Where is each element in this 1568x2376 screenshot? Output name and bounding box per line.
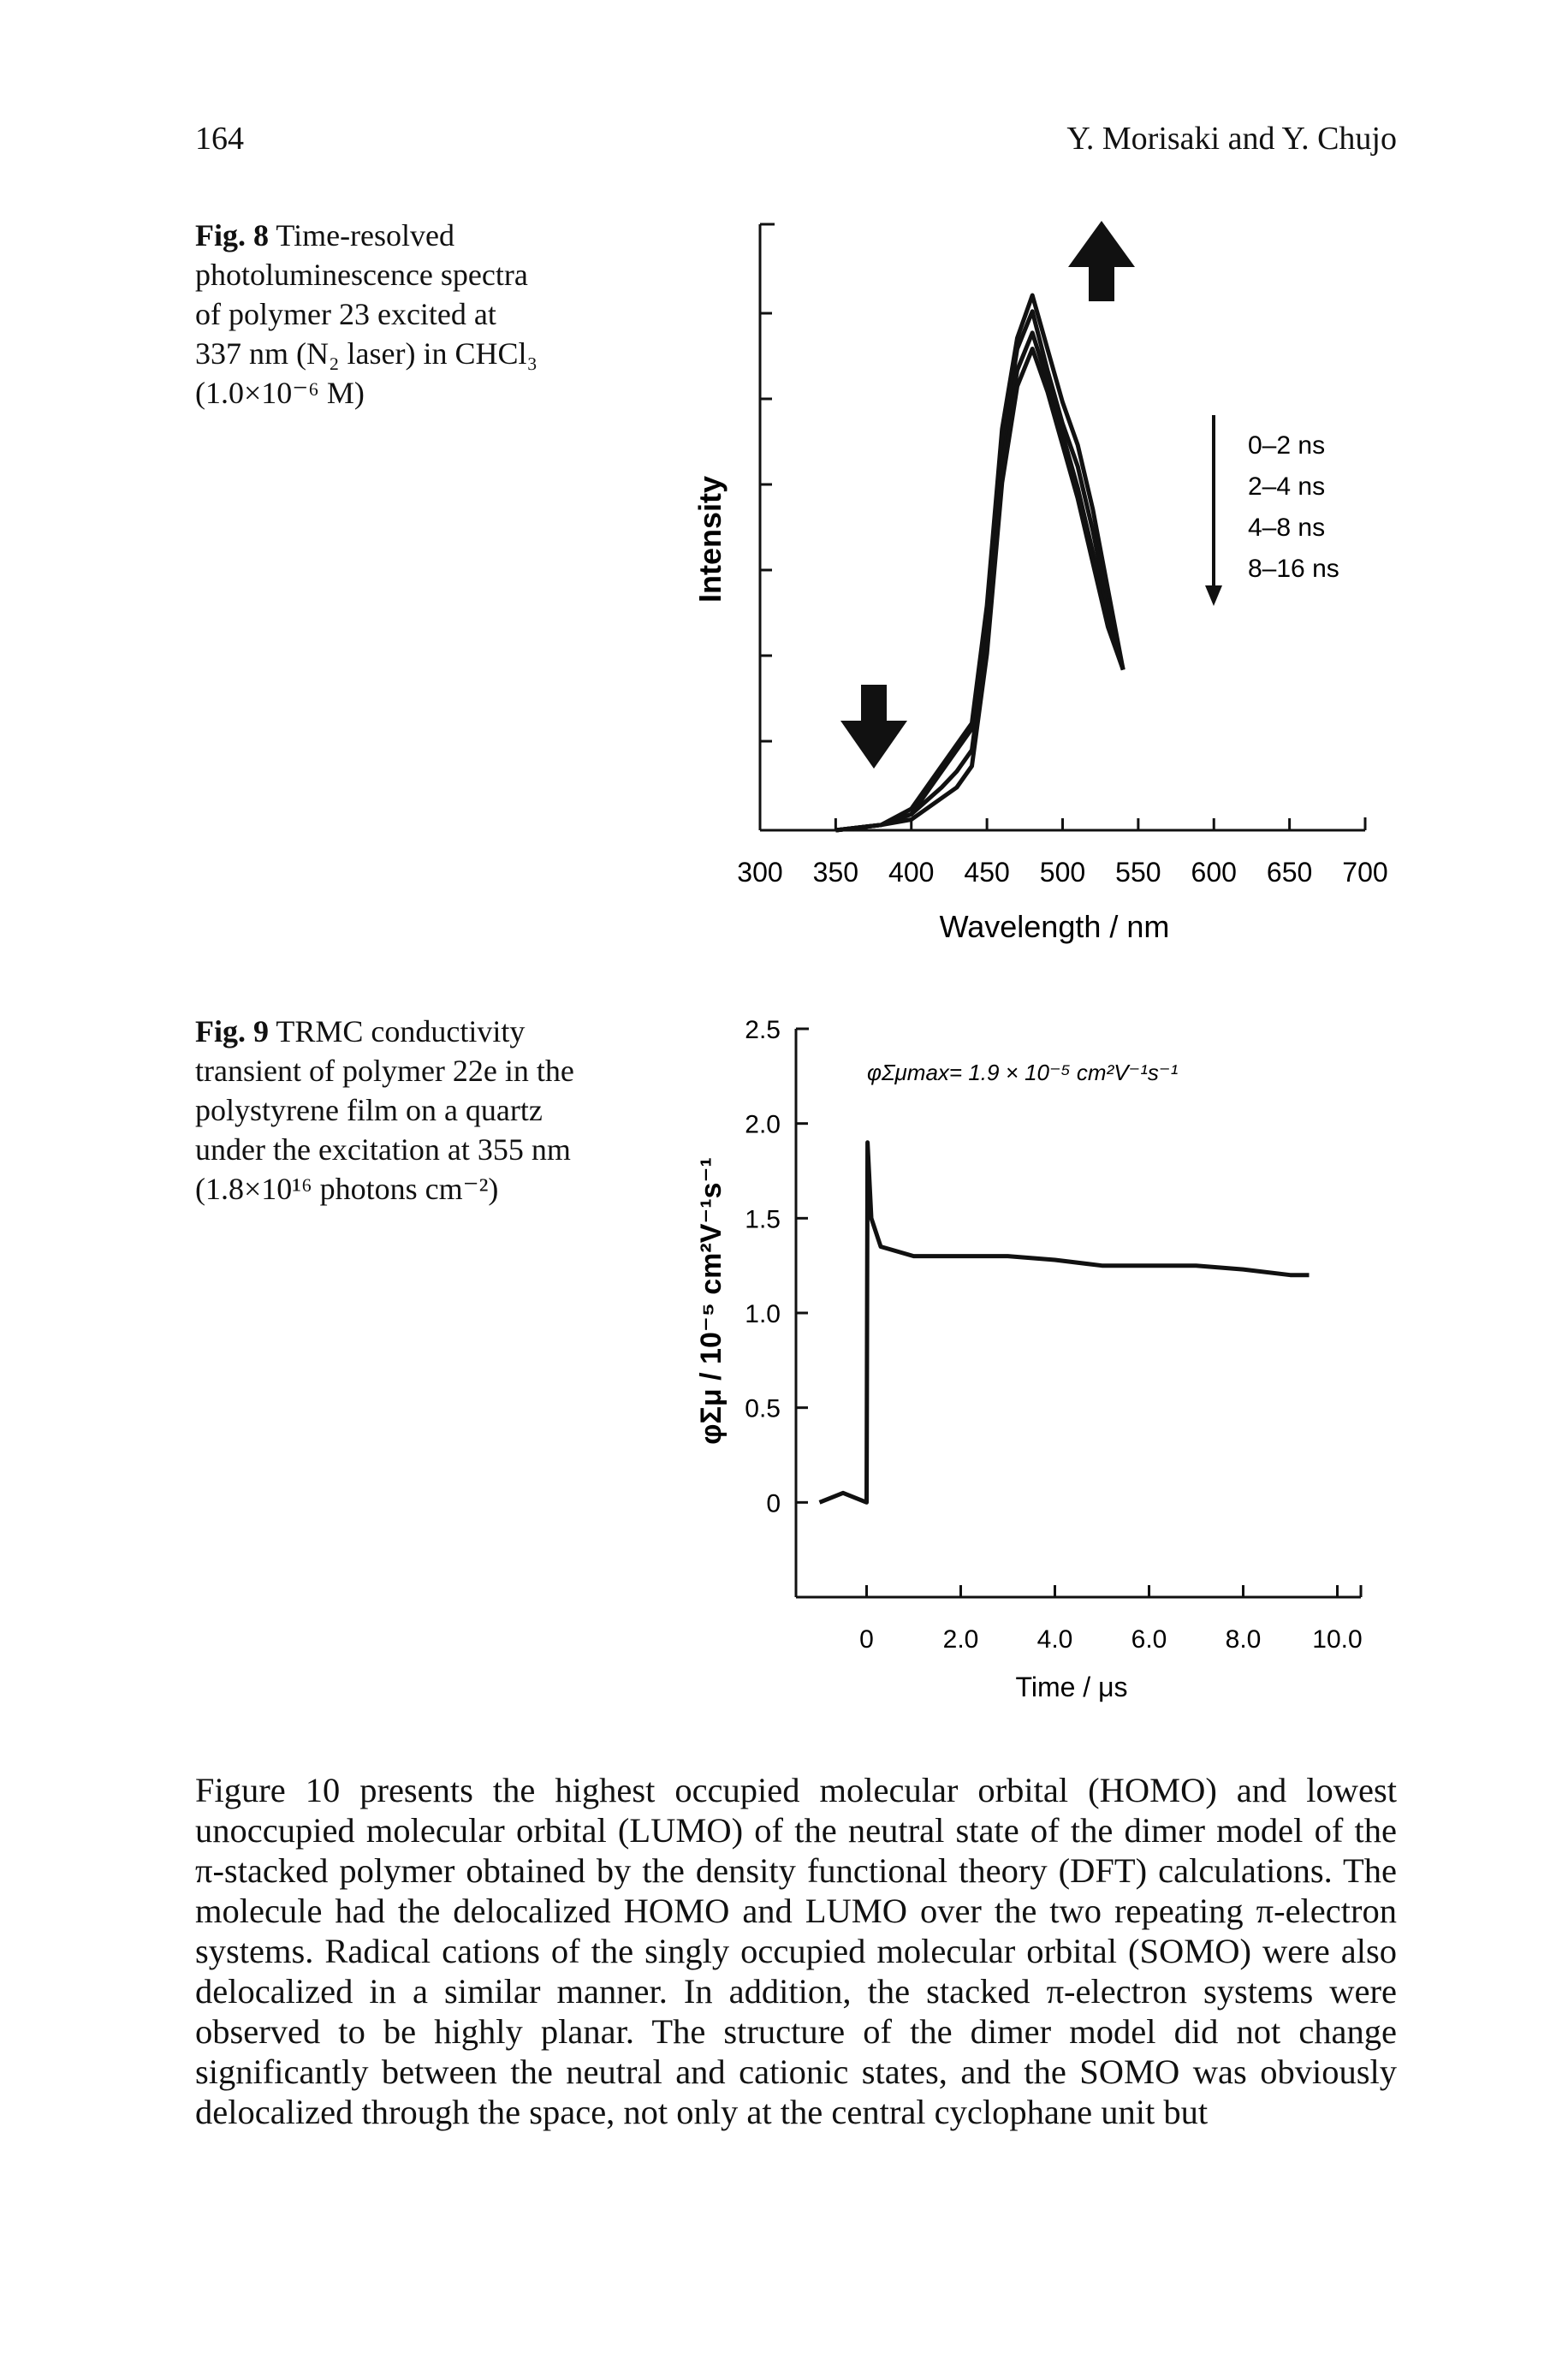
fig8-y-minor-ticks xyxy=(760,312,772,743)
fig8-legend-item: 8–16 ns xyxy=(1248,555,1339,583)
fig8-x-tick-label: 600 xyxy=(1191,857,1237,888)
fig9-series-line xyxy=(818,1140,1310,1505)
fig8-caption-line: of polymer 23 excited at xyxy=(195,297,496,331)
fig8-x-tick-label: 450 xyxy=(964,857,1009,888)
fig9-caption-label: Fig. 9 xyxy=(195,1014,269,1048)
fig8-x-tick-label: 350 xyxy=(813,857,858,888)
fig9-y-tick-label: 2.0 xyxy=(745,1111,781,1139)
fig9-caption-line: polystyrene film on a quartz xyxy=(195,1093,543,1127)
fig8-caption-line: photoluminescence spectra xyxy=(195,258,528,292)
fig8-chart: 300 350 400 450 500 550 600 650 700 Intensity Wa… xyxy=(692,221,1388,944)
fig9-series xyxy=(818,1140,1310,1505)
fig9-y-ticks: 0 0.5 1.0 1.5 2.0 2.5 xyxy=(745,1016,808,1518)
page-number: 164 xyxy=(195,121,244,157)
fig8-x-ticks: 300 350 400 450 500 550 600 650 700 xyxy=(737,818,1388,888)
fig8-series-line xyxy=(835,347,1126,833)
fig8-x-tick-label: 550 xyxy=(1115,857,1161,888)
fig8-caption-line: 337 nm (N₂ laser) in CHCl₃ xyxy=(195,336,538,371)
fig8-x-tick-label: 650 xyxy=(1267,857,1312,888)
fig9-y-tick-label: 2.5 xyxy=(745,1016,781,1044)
fig9-y-tick-label: 0 xyxy=(766,1489,781,1518)
fig9-x-tick-label: 2.0 xyxy=(943,1625,979,1654)
fig8-ylabel: Intensity xyxy=(692,476,728,603)
fig8-caption: Fig. 8 Time-resolved photoluminescence s… xyxy=(195,216,623,413)
fig8-series-line xyxy=(835,309,1126,833)
fig9-ylabel: φΣμ / 10⁻⁵ cm²V⁻¹s⁻¹ xyxy=(695,1157,728,1445)
fig9-xlabel: Time / μs xyxy=(1015,1672,1127,1702)
fig8-x-tick-label: 500 xyxy=(1040,857,1085,888)
fig9-x-tick-label: 0 xyxy=(859,1625,874,1654)
fig8-series-line xyxy=(835,330,1126,833)
fig9-caption-line: (1.8×10¹⁶ photons cm⁻²) xyxy=(195,1172,499,1206)
fig8-caption-line: (1.0×10⁻⁶ M) xyxy=(195,376,365,410)
fig8-x-tick-label: 700 xyxy=(1342,857,1387,888)
fig9-axes xyxy=(794,1027,1363,1599)
fig9-x-tick-label: 10.0 xyxy=(1312,1625,1362,1654)
running-head: Y. Morisaki and Y. Chujo xyxy=(1066,121,1397,157)
fig9-caption-line: under the excitation at 355 nm xyxy=(195,1132,571,1167)
fig8-caption-label: Fig. 8 xyxy=(195,218,269,252)
fig8-series xyxy=(835,293,1126,833)
fig8-legend-item: 4–8 ns xyxy=(1248,514,1325,542)
fig9-x-tick-label: 6.0 xyxy=(1131,1625,1167,1654)
fig9-y-tick-label: 1.5 xyxy=(745,1205,781,1233)
fig8-legend-arrow-icon xyxy=(1205,585,1222,606)
fig8-caption-line: Time-resolved xyxy=(276,218,455,252)
fig8-up-arrow-icon xyxy=(1068,221,1135,301)
fig9-x-tick-label: 4.0 xyxy=(1037,1625,1073,1654)
body-paragraph: Figure 10 presents the highest occupied … xyxy=(195,1771,1397,2131)
fig8-legend: 0–2 ns 2–4 ns 4–8 ns 8–16 ns xyxy=(1205,415,1339,606)
fig8-xlabel: Wavelength / nm xyxy=(940,909,1170,944)
fig9-y-tick-label: 0.5 xyxy=(745,1395,781,1423)
fig8-legend-item: 0–2 ns xyxy=(1248,431,1325,460)
fig9-y-tick-label: 1.0 xyxy=(745,1300,781,1328)
fig9-x-tick-label: 8.0 xyxy=(1226,1625,1262,1654)
fig8-x-tick-label: 300 xyxy=(737,857,782,888)
fig8-legend-item: 2–4 ns xyxy=(1248,472,1325,501)
fig9-caption-line: TRMC conductivity xyxy=(276,1014,526,1048)
fig9-caption: Fig. 9 TRMC conductivity transient of po… xyxy=(195,1012,623,1209)
fig9-annotation: φΣμmax= 1.9 × 10⁻⁵ cm²V⁻¹s⁻¹ xyxy=(867,1060,1179,1085)
fig9-x-ticks: 0 2.0 4.0 6.0 8.0 10.0 xyxy=(859,1585,1363,1654)
fig8-x-tick-label: 400 xyxy=(888,857,934,888)
fig9-caption-line: transient of polymer 22e in the xyxy=(195,1054,574,1088)
fig9-chart: 0 2.0 4.0 6.0 8.0 10.0 0 0.5 1.0 1.5 2.0 2.5 φΣμ /… xyxy=(695,1016,1363,1702)
fig8-down-arrow-icon xyxy=(840,685,907,769)
